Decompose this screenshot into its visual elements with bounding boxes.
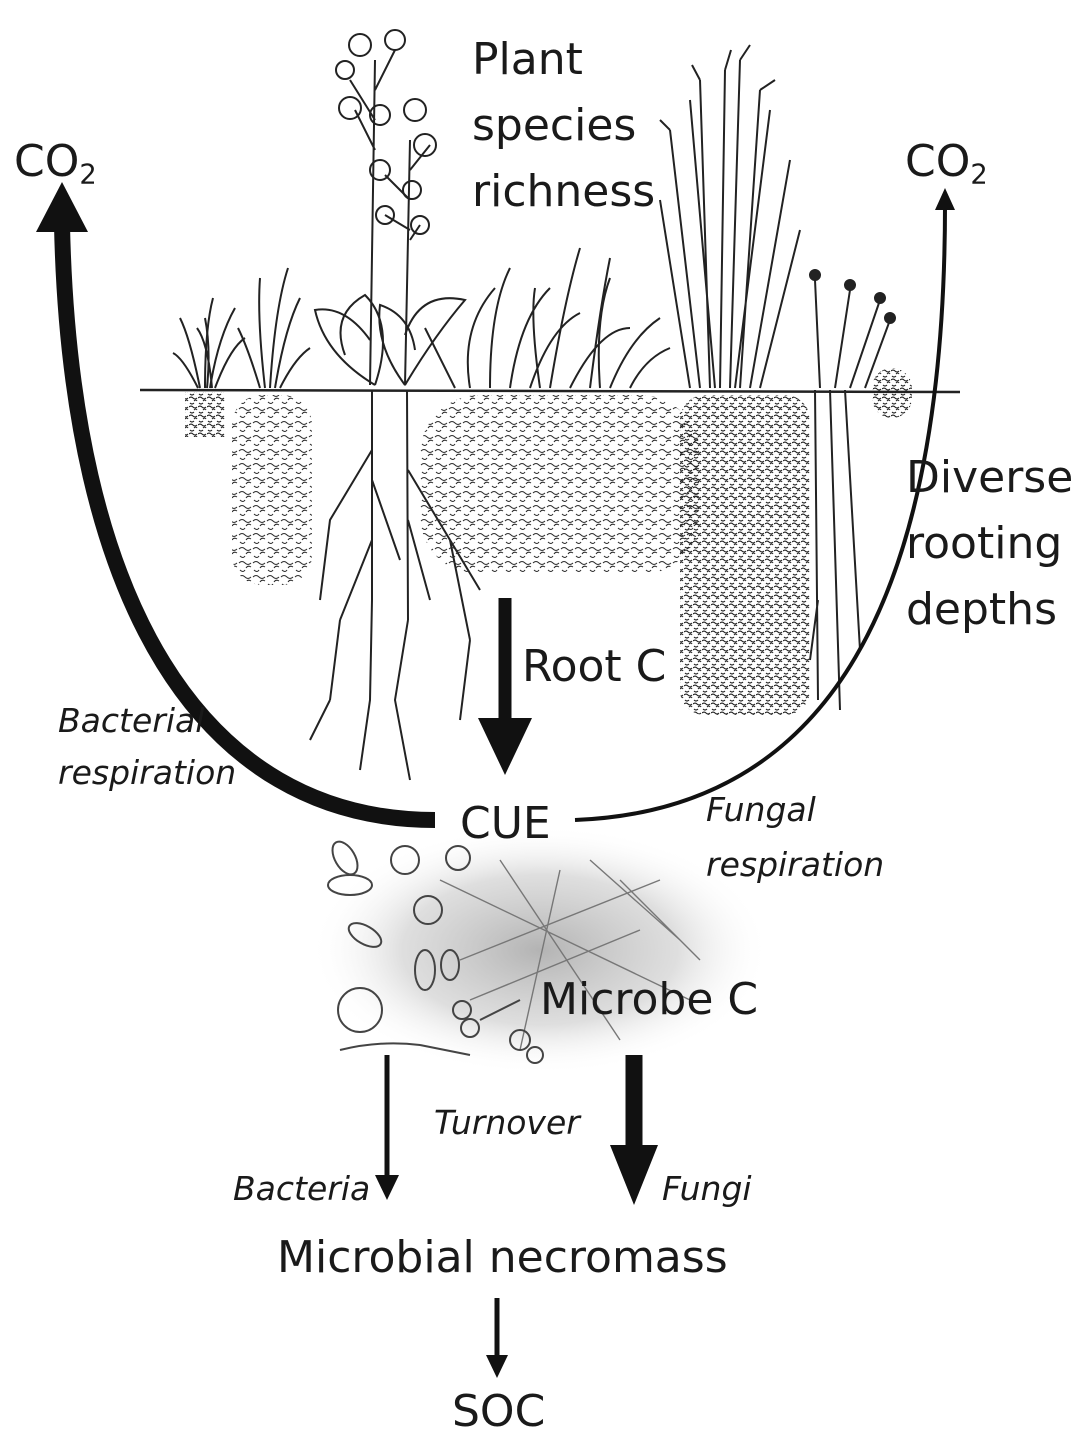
plant-richness-label: Plant species richness — [472, 27, 672, 225]
root-mass-3 — [420, 395, 700, 575]
fungi-turnover-arrowhead — [610, 1145, 658, 1205]
bacteria-label: Bacteria — [233, 1172, 370, 1205]
microbial-necromass-label: Microbial necromass — [277, 1236, 728, 1280]
ground-line — [140, 390, 960, 392]
rooting-line-2: rooting — [906, 511, 1076, 577]
bacteria-turnover-arrowhead — [375, 1175, 399, 1200]
small-forbs — [810, 270, 895, 710]
rooting-depths-label: Diverse rooting depths — [906, 445, 1076, 643]
root-c-label: Root C — [522, 645, 666, 689]
tall-grass — [660, 45, 800, 388]
co2-left-label: CO2 — [14, 140, 97, 189]
co2-right-base: CO — [905, 136, 970, 187]
turnover-label: Turnover — [434, 1106, 580, 1139]
soc-arrowhead — [486, 1355, 508, 1378]
bacterial-respiration-label: Bacterial respiration — [58, 695, 236, 799]
co2-right-arrowhead — [935, 188, 955, 210]
grass-tuft-2 — [238, 268, 310, 388]
root-mass-4 — [680, 395, 810, 715]
soc-label: SOC — [452, 1390, 545, 1434]
grass-clump-center — [425, 248, 670, 388]
bacterial-resp-line-1: Bacterial — [58, 695, 236, 747]
plant-richness-line-1: Plant — [472, 27, 672, 93]
cue-label: CUE — [460, 802, 551, 846]
plant-richness-line-3: richness — [472, 159, 672, 225]
grass-tuft-1 — [173, 298, 245, 388]
root-c-arrowhead — [478, 718, 532, 775]
fungal-resp-line-2: respiration — [706, 837, 884, 892]
rooting-line-1: Diverse — [906, 445, 1076, 511]
co2-left-sub: 2 — [79, 160, 96, 191]
fungal-resp-line-1: Fungal — [706, 782, 884, 837]
rooting-line-3: depths — [906, 577, 1076, 643]
fungi-label: Fungi — [662, 1172, 752, 1205]
co2-left-base: CO — [14, 136, 79, 187]
root-mass-1 — [185, 392, 225, 437]
bacterial-resp-line-2: respiration — [58, 747, 236, 799]
root-mass-2 — [232, 395, 312, 585]
microbe-c-label: Microbe C — [540, 978, 758, 1022]
fungal-respiration-label: Fungal respiration — [706, 782, 884, 892]
co2-right-label: CO2 — [905, 140, 988, 189]
plant-richness-line-2: species — [472, 93, 672, 159]
co2-right-sub: 2 — [970, 160, 987, 191]
small-tuft-right — [872, 368, 912, 418]
microbe-illustration — [310, 825, 770, 1075]
